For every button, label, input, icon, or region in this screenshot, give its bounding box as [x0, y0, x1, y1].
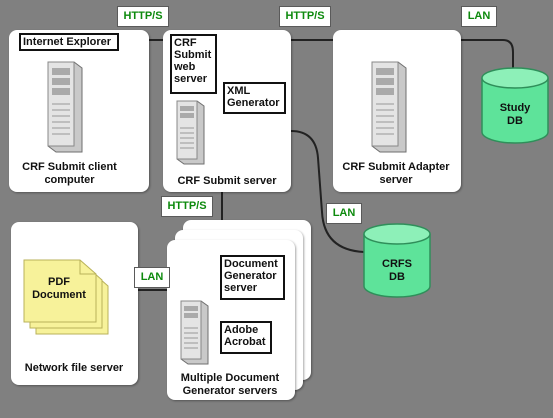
client-tower-icon [47, 61, 83, 153]
crf-submit-web-server-label: CRF Submit web server [170, 34, 217, 94]
lan-tag-server-crfsdb: LAN [326, 203, 362, 224]
adobe-acrobat-label: Adobe Acrobat [220, 321, 272, 354]
crfs-db-label: CRFS DB [382, 258, 412, 283]
pdf-document-stack-icon [23, 259, 109, 335]
http-tag-client-server: HTTP/S [117, 6, 169, 27]
lan-tag-fileserver-docgen: LAN [134, 267, 170, 288]
link-server-crfsdb [290, 130, 365, 253]
study-db-cylinder [481, 67, 549, 144]
crf-server-caption: CRF Submit server [177, 175, 277, 187]
network-file-server-caption: Network file server [24, 362, 124, 374]
document-generator-server-label: Document Generator server [220, 255, 285, 300]
crfs-db-cylinder [363, 223, 431, 298]
http-tag-server-docgen: HTTP/S [161, 196, 213, 217]
adapter-caption: CRF Submit Adapter server [342, 161, 450, 186]
internet-explorer-label: Internet Explorer [19, 33, 119, 51]
http-tag-server-adapter: HTTP/S [279, 6, 331, 27]
docgen-tower-icon [180, 300, 209, 365]
xml-generator-label: XML Generator [223, 82, 286, 114]
link-adapter-studydb [460, 39, 514, 74]
adapter-tower-icon [371, 61, 407, 153]
multiple-docgen-caption: Multiple Document Generator servers [180, 372, 280, 397]
crf-server-tower-icon [176, 100, 205, 165]
client-caption: CRF Submit client computer [22, 161, 117, 186]
study-db-label: Study DB [499, 102, 531, 127]
lan-tag-adapter-studydb: LAN [461, 6, 497, 27]
pdf-document-label: PDF Document [32, 276, 86, 301]
